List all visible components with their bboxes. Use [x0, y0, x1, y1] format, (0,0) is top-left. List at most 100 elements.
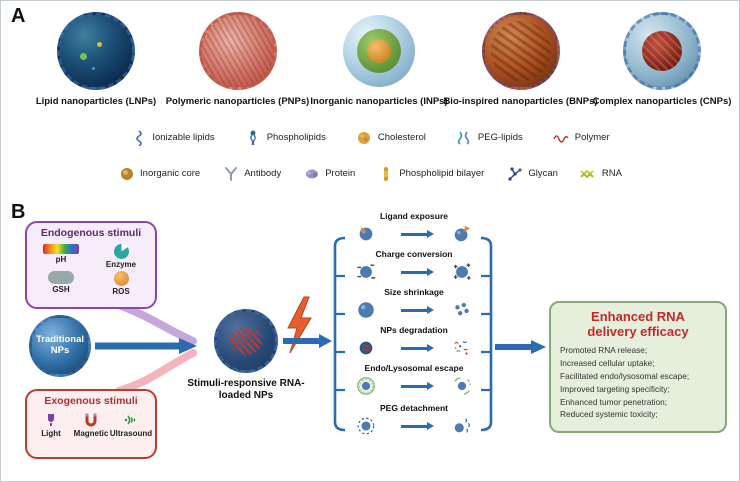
- large-np-icon: [355, 299, 377, 321]
- process-label: Endo/Lysosomal escape: [364, 363, 464, 373]
- cholesterol-icon: [356, 129, 373, 146]
- lnp-sphere-icon: [54, 9, 138, 93]
- stimulus-ph: pH: [33, 244, 88, 269]
- small-nps-icon: [451, 299, 473, 321]
- right-bracket-stubs: [481, 274, 491, 392]
- bnp-sphere-icon: [479, 9, 563, 93]
- legend-label: Cholesterol: [377, 132, 426, 143]
- processes-left-bracket: [333, 236, 346, 432]
- legend-label: Phospholipids: [266, 132, 326, 143]
- ionizable-lipids-icon: [130, 129, 147, 146]
- legend-polymer: Polymer: [553, 129, 610, 146]
- enzyme-icon: [113, 244, 129, 259]
- glycan-icon: [506, 165, 523, 182]
- process-size-shrinkage: Size shrinkage: [346, 287, 482, 321]
- nanoparticle-label: Bio-inspired nanoparticles (BNPs): [443, 96, 598, 107]
- stimulus-enzyme: Enzyme: [93, 244, 148, 269]
- inorganic-core-icon: [118, 165, 135, 182]
- exogenous-stimuli-box: Exogenous stimuli Light Magnetic Ultraso…: [25, 389, 157, 459]
- endogenous-stimuli-box: Endogenous stimuli pH Enzyme GSH ROS: [25, 221, 157, 309]
- left-bracket-stubs: [335, 274, 345, 392]
- legend-row-2: Inorganic core Antibody Protein Phosphol…: [1, 165, 739, 182]
- exogenous-title: Exogenous stimuli: [44, 395, 138, 407]
- ligand-hidden-np-icon: [355, 223, 377, 245]
- stimulus-label: GSH: [52, 285, 70, 294]
- legend-cholesterol: Cholesterol: [356, 129, 426, 146]
- legend-row-1: Ionizable lipids Phospholipids Cholester…: [1, 129, 739, 146]
- outcome-item: Reduced systemic toxicity;: [560, 409, 658, 420]
- process-arrow-icon: [401, 270, 427, 274]
- legend-inorganic-core: Inorganic core: [118, 165, 200, 182]
- legend-rna: RNA: [580, 165, 622, 182]
- outcome-item: Increased cellular uptake;: [560, 357, 655, 368]
- legend-glycan: Glycan: [506, 165, 558, 182]
- phospholipids-icon: [245, 129, 262, 146]
- phospholipid-bilayer-icon: [377, 165, 394, 182]
- outcome-title: Enhanced RNA delivery efficacy: [587, 309, 689, 339]
- nanoparticle-cnp: Complex nanoparticles (CNPs): [593, 9, 731, 107]
- process-label: Charge conversion: [375, 249, 453, 259]
- degraded-np-icon: [451, 337, 473, 359]
- pegylated-np-icon: [355, 415, 377, 437]
- stimulus-label: pH: [55, 255, 67, 264]
- np-in-endosome-icon: [355, 375, 377, 397]
- legend-label: PEG-lipids: [477, 132, 523, 143]
- nanoparticle-inp: Inorganic nanoparticles (INPs): [310, 9, 448, 107]
- stimulus-ultrasound: Ultrasound: [110, 411, 152, 438]
- stimulus-label: Light: [41, 429, 61, 438]
- nanoparticle-label: Inorganic nanoparticles (INPs): [310, 96, 448, 107]
- process-nps-degradation: NPs degradation: [346, 325, 482, 359]
- rna-icon: [580, 165, 597, 182]
- panel-a-label: A: [11, 5, 26, 27]
- stimulus-label: Enzyme: [105, 260, 137, 269]
- traditional-nps-label: Traditional NPs: [35, 334, 85, 356]
- pnp-sphere-icon: [196, 9, 280, 93]
- legend-label: RNA: [601, 168, 622, 179]
- process-arrow-icon: [401, 346, 427, 350]
- endogenous-title: Endogenous stimuli: [40, 227, 142, 239]
- ph-gradient-icon: [43, 244, 79, 254]
- process-label: Size shrinkage: [384, 287, 444, 297]
- legend-label: Protein: [325, 168, 356, 179]
- peg-lipids-icon: [456, 129, 473, 146]
- legend-label: Polymer: [574, 132, 610, 143]
- stimulus-ros: ROS: [93, 271, 148, 296]
- endogenous-stream: [115, 301, 197, 345]
- process-arrow-icon: [401, 384, 427, 388]
- process-peg-detachment: PEG detachment: [346, 403, 482, 437]
- nanoparticle-label: Polymeric nanoparticles (PNPs): [165, 96, 310, 107]
- ligand-exposed-np-icon: [451, 223, 473, 245]
- rna-core-icon: [230, 327, 262, 355]
- intact-np-icon: [355, 337, 377, 359]
- process-arrow-icon: [401, 308, 427, 312]
- antibody-icon: [222, 165, 239, 182]
- process-charge-conversion: Charge conversion: [346, 249, 482, 283]
- outcome-item: Improved targeting specificity;: [560, 383, 670, 394]
- nanoparticle-lnp: Lipid nanoparticles (LNPs): [27, 9, 165, 107]
- protein-icon: [303, 165, 320, 182]
- legend-peg-lipids: PEG-lipids: [456, 129, 523, 146]
- stimulus-magnetic: Magnetic: [71, 411, 111, 438]
- nanoparticle-label: Complex nanoparticles (CNPs): [592, 96, 732, 107]
- panel-b-label: B: [11, 201, 26, 223]
- legend-label: Ionizable lipids: [152, 132, 215, 143]
- escaped-np-icon: [451, 375, 473, 397]
- ros-icon: [113, 271, 129, 286]
- nanoparticle-row: Lipid nanoparticles (LNPs) Polymeric nan…: [27, 9, 731, 107]
- nanoparticle-label: Lipid nanoparticles (LNPs): [35, 96, 157, 107]
- enhanced-rna-delivery-box: Enhanced RNA delivery efficacy Promoted …: [549, 301, 727, 433]
- stimulus-label: ROS: [112, 287, 130, 296]
- legend-label: Phospholipid bilayer: [399, 168, 485, 179]
- gsh-icon: [48, 271, 74, 284]
- positive-charge-np-icon: [451, 261, 473, 283]
- magnet-icon: [83, 411, 100, 428]
- process-label: PEG detachment: [379, 403, 449, 413]
- cnp-sphere-icon: [620, 9, 704, 93]
- lightning-bolt-icon: [287, 296, 312, 354]
- legend-label: Glycan: [528, 168, 558, 179]
- legend-phospholipid-bilayer: Phospholipid bilayer: [377, 165, 484, 182]
- process-arrow-icon: [401, 232, 427, 236]
- legend-label: Antibody: [244, 168, 282, 179]
- legend-antibody: Antibody: [222, 165, 281, 182]
